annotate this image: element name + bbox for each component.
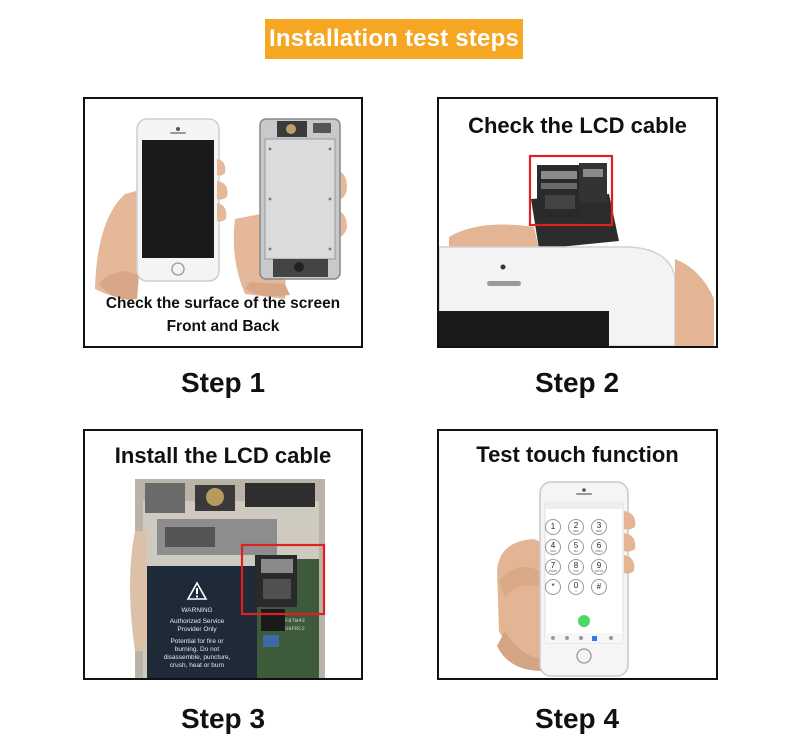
dialer-key-digit: * [551,582,555,591]
lcd-flex-cable-closeup-photo [439,154,714,346]
dialer-key-digit: 9 [596,560,602,570]
battery-warning-text: WARNING [181,607,212,614]
dialer-key-digit: 0 [573,580,579,590]
dialer-key-letters: MNO [595,548,603,553]
step-4-title: Test touch function [476,442,679,467]
step-2-label: Step 2 [534,367,620,398]
page-title-banner: Installation test steps [265,19,523,59]
dialer-key-letters: TUV [573,568,579,573]
dialer-key-letters: GHI [550,548,556,553]
step-1-caption-line-1: Check the surface of the screen [105,295,341,312]
chip-label-line-2: S9FRC2 [285,625,305,632]
dialer-key-digit: 4 [550,540,556,550]
dialer-key-digit: 1 [550,522,556,531]
step-4-label: Step 4 [534,703,620,734]
dialer-key-digit: 2 [573,520,579,530]
step-1-caption-line-2: Front and Back [166,318,280,335]
battery-text-line-7: crush, heat or burn [170,662,225,669]
dialer-key[interactable]: * [545,579,561,595]
phone-internals-photo: WARNING Authorized Service Provider Only… [130,479,326,678]
dialer-key[interactable]: # [591,579,607,595]
battery-text-line-5: burning. Do not [175,646,220,653]
step-1-label: Step 1 [180,367,266,398]
dialer-key[interactable]: 0+ [568,579,584,595]
dialer-key-letters: DEF [596,528,602,533]
battery-text-line-4: Potential for fire or [170,638,224,645]
dialer-key-letters: + [575,588,577,593]
step-1-panel: Check the surface of the screen Front an… [83,97,363,348]
step-3-title: Install the LCD cable [114,443,332,468]
dialer-key[interactable]: 1 [545,519,561,535]
dialer-key-letters: ABC [572,528,580,533]
dialer-key-digit: # [596,582,602,591]
dialer-key-letters: WXYZ [594,568,604,573]
battery-text-line-3: Provider Only [177,626,217,633]
step-3-panel: Install the LCD cable WARNING Authorized… [83,429,363,680]
dialer-key-letters: JKL [573,548,579,553]
phone-front-and-back-photo [95,118,347,300]
battery-text-line-2: Authorized Service [170,618,225,625]
step-2-panel: Check the LCD cable [437,97,718,348]
dialer-key-letters: PQRS [548,568,558,573]
dialer-key-digit: 6 [596,540,602,550]
step-3-label: Step 3 [180,703,266,734]
chip-label-line-1: F87W43 [285,617,305,624]
dialer-key-digit: 7 [550,560,556,570]
battery-text-line-6: disassemble, puncture, [164,654,231,661]
dialer-key-digit: 3 [596,520,602,530]
dialer-key-digit: 8 [573,560,579,570]
dialer-key-digit: 5 [573,540,579,550]
step-2-title: Check the LCD cable [468,113,687,138]
